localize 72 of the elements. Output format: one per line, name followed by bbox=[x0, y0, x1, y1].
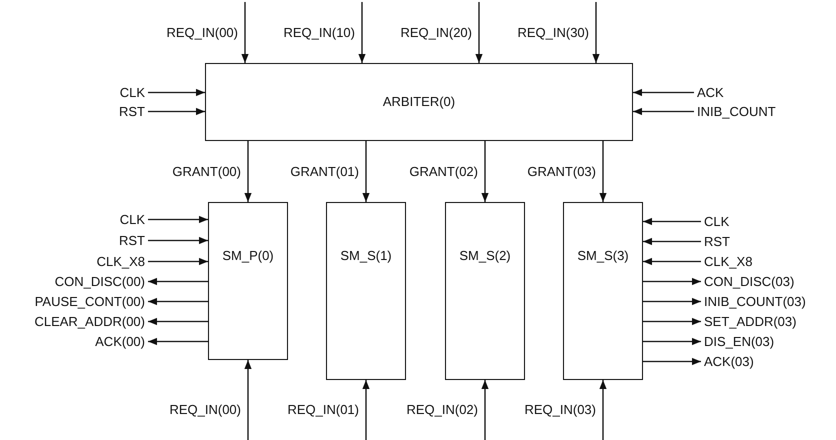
edge-label: REQ_IN(03) bbox=[523, 402, 597, 417]
signal-name: RST bbox=[119, 104, 145, 119]
signal-arrow bbox=[241, 2, 249, 63]
edge-label: REQ_IN(10) bbox=[282, 24, 356, 40]
edge-label: GRANT(02) bbox=[408, 164, 479, 178]
signal-name: CLK_X8 bbox=[704, 254, 752, 269]
block-label: ARBITER(0) bbox=[382, 94, 456, 109]
signal-name: CLEAR_ADDR(00) bbox=[34, 314, 145, 329]
signal-arrow bbox=[362, 380, 370, 440]
edge-label: GRANT(00) bbox=[171, 164, 242, 178]
signal-name: RST bbox=[119, 233, 145, 248]
edge-label: GRANT(01) bbox=[289, 164, 360, 178]
signal-arrow bbox=[643, 218, 701, 226]
block-label: SM_S(2) bbox=[458, 248, 512, 263]
edge-label: REQ_IN(02) bbox=[405, 402, 479, 417]
signal-arrow bbox=[148, 216, 208, 224]
signal-arrow bbox=[244, 141, 252, 202]
edge-label: REQ_IN(20) bbox=[399, 24, 473, 40]
signal-arrow bbox=[244, 360, 252, 440]
signal-name: PAUSE_CONT(00) bbox=[34, 294, 145, 309]
signal-arrow bbox=[599, 380, 607, 440]
signal-name: ACK(00) bbox=[95, 334, 145, 349]
signal-arrow bbox=[643, 358, 701, 366]
signal-arrow bbox=[481, 380, 489, 440]
signal-arrow bbox=[481, 141, 489, 202]
state-machine-block bbox=[445, 202, 525, 380]
signal-arrow bbox=[148, 338, 208, 346]
signal-arrow bbox=[633, 108, 694, 116]
edge-label: REQ_IN(00) bbox=[168, 402, 242, 417]
signal-arrow bbox=[358, 2, 366, 63]
signal-arrow bbox=[148, 236, 208, 244]
edge-label: GRANT(03) bbox=[526, 164, 597, 178]
signal-arrow bbox=[148, 318, 208, 326]
signal-name: CLK bbox=[704, 214, 730, 229]
signal-arrow bbox=[643, 318, 701, 326]
signal-name: CLK_X8 bbox=[96, 254, 145, 269]
signal-name: ACK bbox=[697, 85, 724, 100]
signal-name: SET_ADDR(03) bbox=[704, 314, 796, 329]
signal-arrow bbox=[148, 298, 208, 306]
signal-name: INIB_COUNT bbox=[697, 104, 776, 119]
signal-arrow bbox=[643, 338, 701, 346]
signal-name: CLK bbox=[120, 212, 145, 227]
block-label: SM_P(0) bbox=[221, 248, 275, 263]
signal-arrow bbox=[362, 141, 370, 202]
signal-arrow bbox=[643, 278, 701, 286]
signal-arrow bbox=[633, 88, 694, 96]
signal-arrow bbox=[599, 141, 607, 202]
signal-arrow bbox=[643, 238, 701, 246]
signal-name: RST bbox=[704, 234, 730, 249]
edge-label: REQ_IN(01) bbox=[286, 402, 360, 417]
signal-name: CON_DISC(03) bbox=[704, 274, 794, 289]
signal-arrow bbox=[643, 298, 701, 306]
signal-arrow bbox=[148, 108, 205, 116]
state-machine-block bbox=[326, 202, 406, 380]
signal-name: CON_DISC(00) bbox=[54, 274, 145, 289]
signal-name: DIS_EN(03) bbox=[704, 334, 774, 349]
state-machine-block bbox=[208, 202, 288, 360]
signal-arrow bbox=[148, 258, 208, 266]
block-label: SM_S(1) bbox=[339, 248, 393, 263]
block-label: SM_S(3) bbox=[576, 248, 630, 263]
edge-label: REQ_IN(00) bbox=[165, 24, 239, 40]
signal-arrow bbox=[592, 2, 600, 63]
signal-arrow bbox=[148, 88, 205, 96]
signal-name: ACK(03) bbox=[704, 354, 754, 369]
state-machine-block bbox=[563, 202, 643, 380]
signal-arrow bbox=[148, 278, 208, 286]
signal-arrow bbox=[475, 2, 483, 63]
signal-name: CLK bbox=[120, 85, 145, 100]
arbiter-block bbox=[205, 63, 633, 141]
signal-arrow bbox=[643, 258, 701, 266]
edge-label: REQ_IN(30) bbox=[516, 24, 590, 40]
signal-name: INIB_COUNT(03) bbox=[704, 294, 806, 309]
